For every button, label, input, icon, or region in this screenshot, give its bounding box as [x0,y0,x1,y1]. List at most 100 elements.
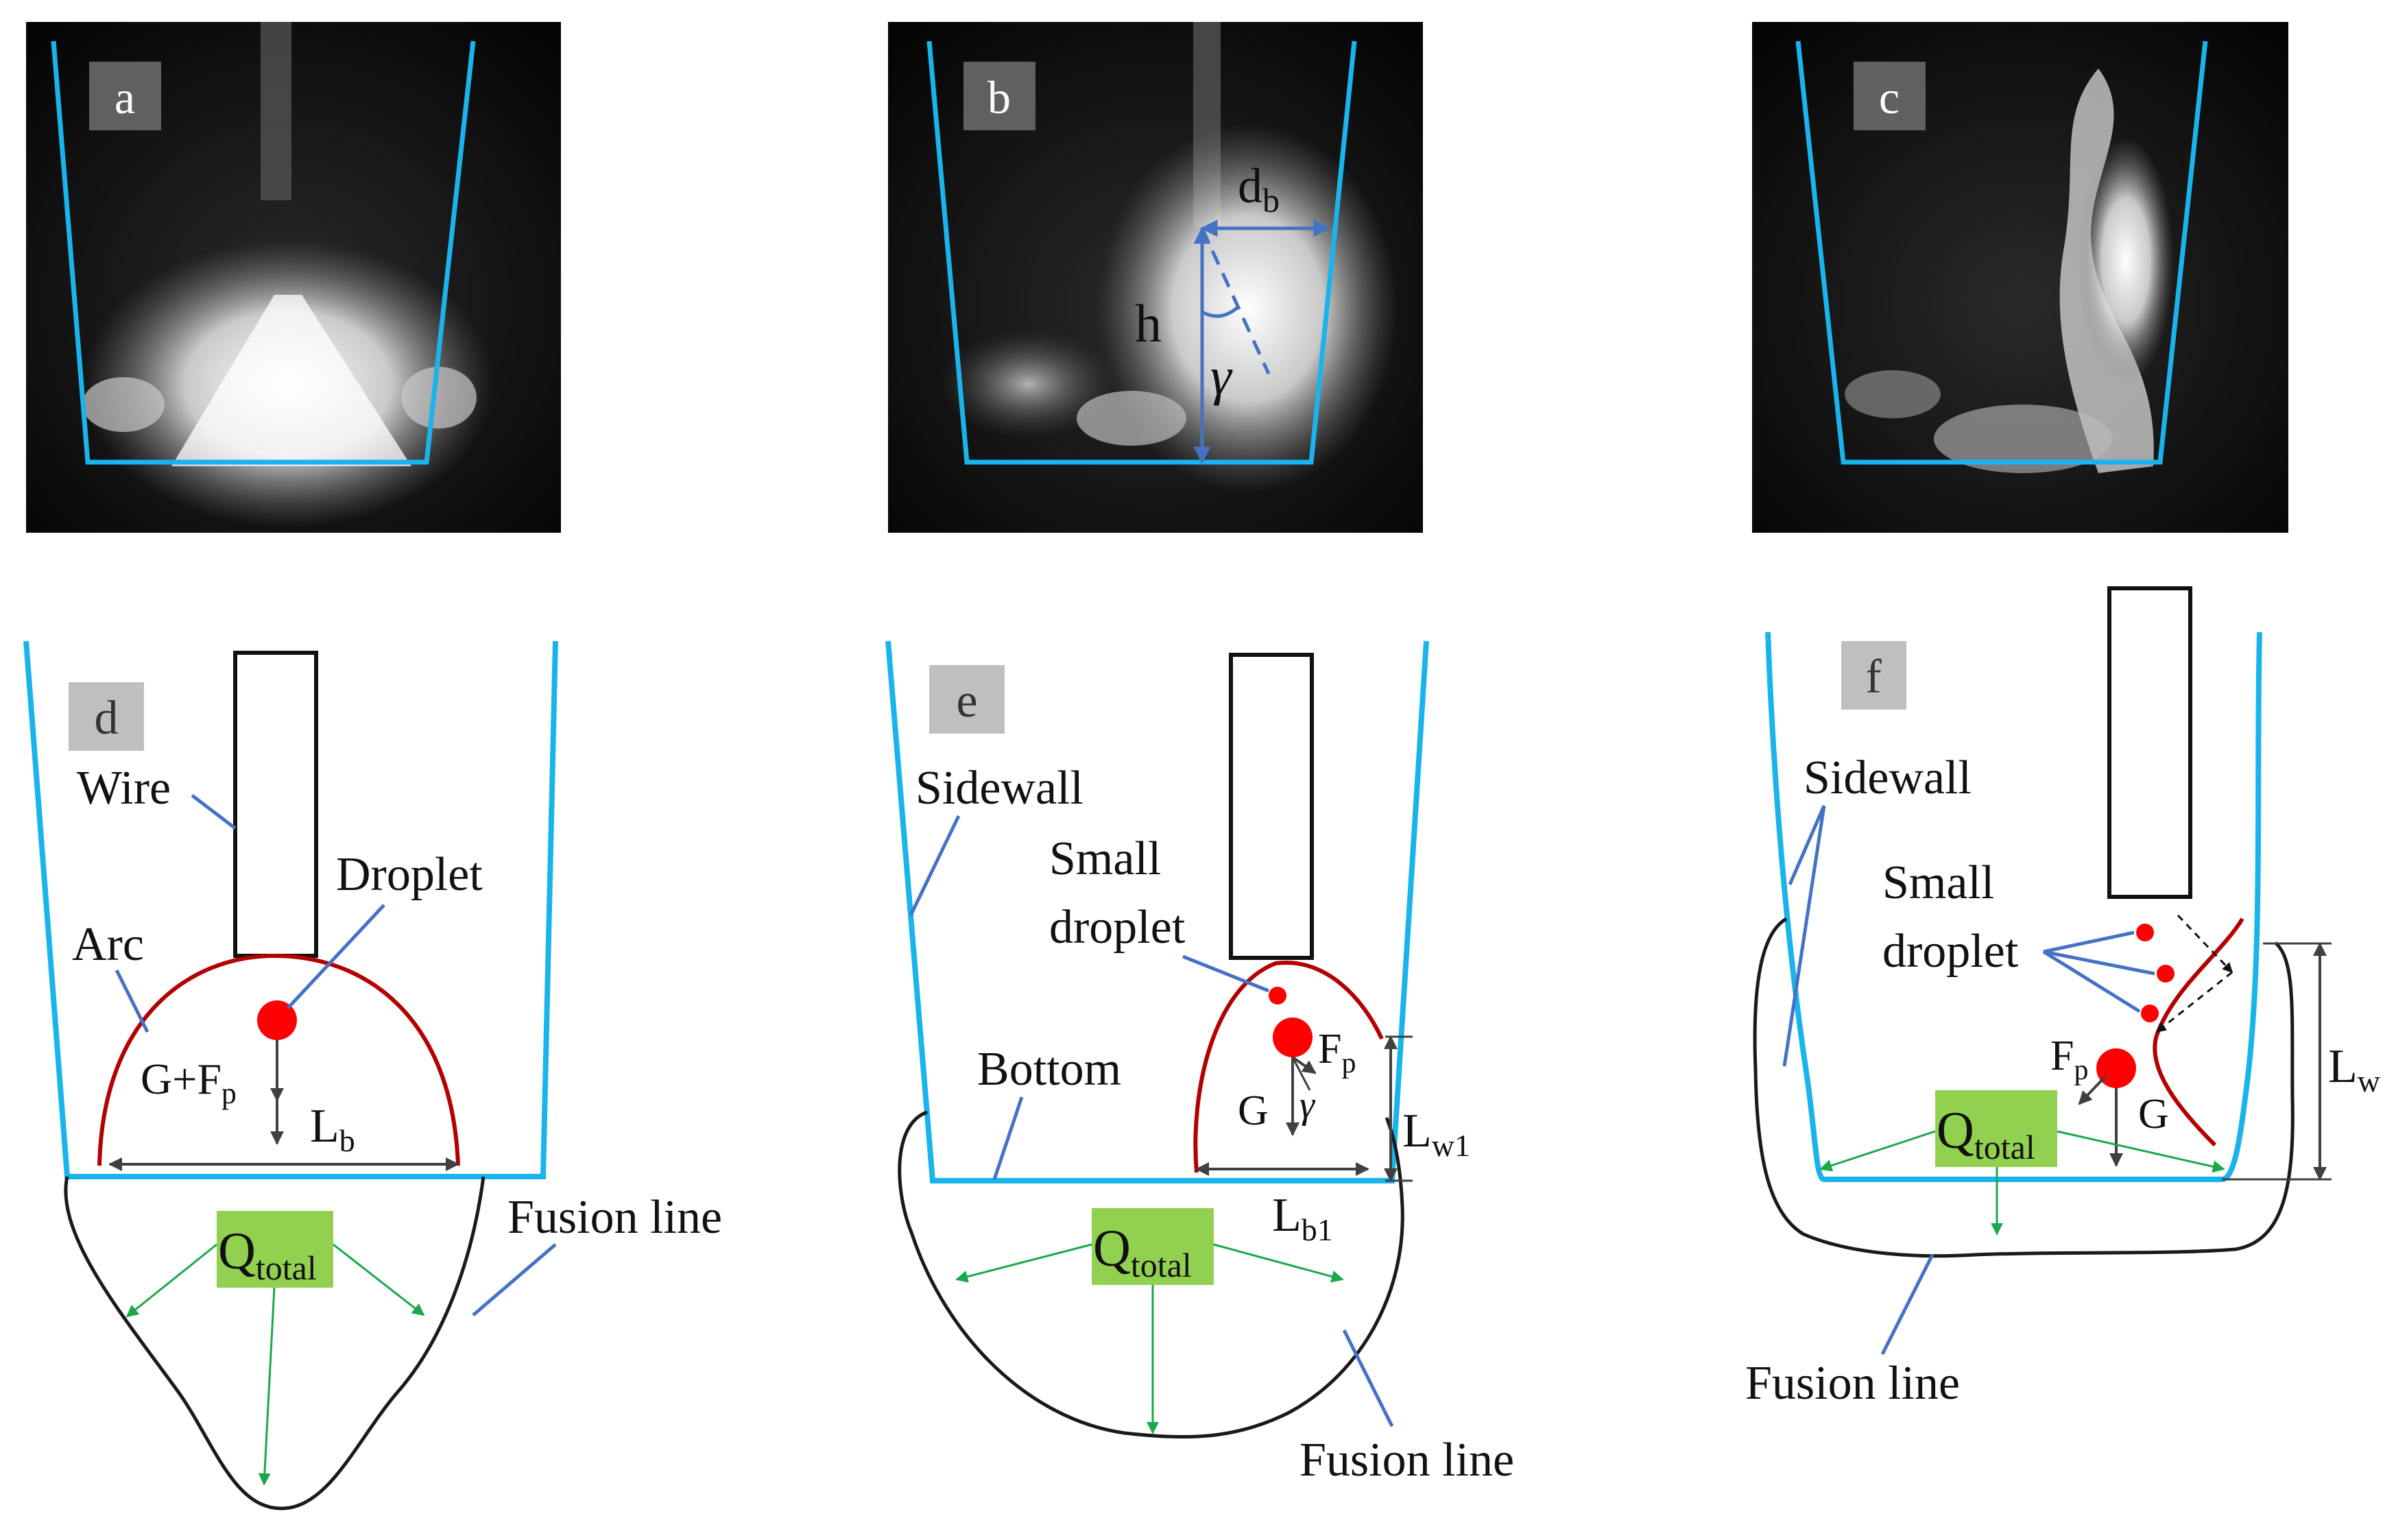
panel-letter-c: c [1879,71,1900,123]
small-droplet-leader-2 [2043,950,2155,976]
panel-badge [1854,62,1926,130]
groove-outline [1795,40,2208,465]
wire-leader [191,794,237,830]
small-droplet-label-2: droplet [1882,925,2019,978]
arc-cone [171,295,411,466]
wire-rect [2107,586,2192,899]
arc-leader [115,969,149,1033]
small-droplet-leader-1 [2043,930,2135,954]
fusion-line-label: Fusion line [1299,1434,1514,1487]
bottom-label: Bottom [977,1043,1121,1096]
dashed-arrow-2 [2155,971,2233,1033]
force-label: G+Fp [141,1055,237,1110]
arc-outline [2153,917,2244,1147]
bottom-leader [992,1096,1024,1180]
fusion-leader [1342,1329,1394,1428]
wire-rect [233,651,318,958]
lw1-label: Lw1 [1402,1105,1470,1163]
fusion-leader [472,1243,557,1316]
groove-outline [23,640,558,1179]
fp-label: Fp [1318,1026,1356,1079]
fp-label: Fp [2050,1033,2088,1086]
diagram-panel-d: d Wire Droplet Arc G+Fp Lb Qtotal Fusion… [23,640,722,1511]
q-total-box [217,1211,333,1288]
sidewall-label: Sidewall [915,762,1083,815]
sidewall-leader-1 [1788,805,1826,885]
panel-badge [1841,641,1906,710]
small-droplet-1 [2136,924,2154,941]
fp-arrow [2078,1075,2107,1105]
gamma-label: γ [1299,1084,1316,1127]
q-total-box [1092,1208,1214,1285]
fusion-line-label: Fusion line [1745,1357,1960,1410]
wire-rect [1229,653,1314,960]
q-total-box [1935,1090,2057,1167]
droplet-leader [287,904,385,1009]
q-total-label: Qtotal [1093,1220,1192,1284]
db-label: db [1238,158,1280,219]
droplet-label: Droplet [336,848,483,901]
panel-letter-f: f [1865,651,1882,703]
photo-panel-a: a [26,22,561,533]
panel-letter-e: e [956,675,977,727]
small-droplet-leader [1182,954,1269,993]
heat-arrow-down [258,1287,276,1486]
small-droplet-2 [2157,965,2175,983]
panel-badge [69,682,144,751]
diagram-panel-e: e Sidewall Small droplet Bottom Fp G γ L… [885,640,1514,1487]
fp-arrow [1291,1056,1317,1074]
g-label: G [1238,1087,1269,1134]
lb1-label: Lb1 [1272,1189,1333,1247]
fusion-line-label: Fusion line [507,1191,722,1244]
fusion-leader [1880,1253,1934,1356]
gamma-label: γ [1210,346,1233,406]
groove-outline [51,40,476,465]
angle-arc [1201,306,1239,318]
wire-label: Wire [77,762,171,815]
heat-arrow-left [955,1243,1092,1283]
droplet [257,1000,297,1040]
panel-badge [929,665,1005,734]
g-label: G [2138,1091,2169,1138]
droplet [2096,1048,2136,1088]
panel-letter-a: a [115,71,135,123]
panel-badge [963,62,1035,130]
heat-arrow-left [1819,1130,1936,1172]
photo-panel-c: c [1752,22,2288,533]
fusion-line [1753,917,2295,1258]
small-droplet-label-2: droplet [1049,901,1186,954]
arc-outline [97,953,460,1166]
fusion-line [64,1176,486,1511]
sidewall-leader-2 [1782,805,1826,1067]
groove-outline [926,40,1357,465]
diagram-panel-f: f Sidewall Small droplet Fp G Lw Qtotal … [1745,586,2381,1410]
panel-badge [89,62,161,130]
fusion-line [898,1110,1404,1439]
lb-label: Lb [310,1100,355,1158]
sidewall-leader [909,815,961,917]
wire-shadow [261,22,291,200]
heat-arrow-right [333,1243,425,1316]
droplet [1273,1018,1313,1057]
small-droplet [1269,987,1286,1004]
arc-outline [1193,960,1384,1173]
h-label: h [1135,293,1162,353]
sidewall-label: Sidewall [1804,751,1972,804]
heat-arrow-right [2057,1130,2225,1173]
small-droplet-label-1: Small [1049,832,1161,885]
groove-outline [885,640,1429,1183]
q-total-label: Qtotal [218,1223,317,1287]
photo-panel-b: b db h γ [888,22,1423,533]
small-droplet-3 [2141,1004,2159,1022]
panel-letter-b: b [987,71,1011,123]
heat-arrow-left [125,1243,217,1318]
q-total-label: Qtotal [1937,1102,2035,1166]
arc-label: Arc [72,918,144,971]
lw-label: Lw [2328,1040,2381,1098]
small-droplet-label-1: Small [1882,856,1994,909]
panel-letter-d: d [95,692,119,745]
inclination-line [1200,227,1271,375]
small-droplet-leader-3 [2042,950,2141,1013]
dashed-arrow-1 [2177,914,2233,974]
